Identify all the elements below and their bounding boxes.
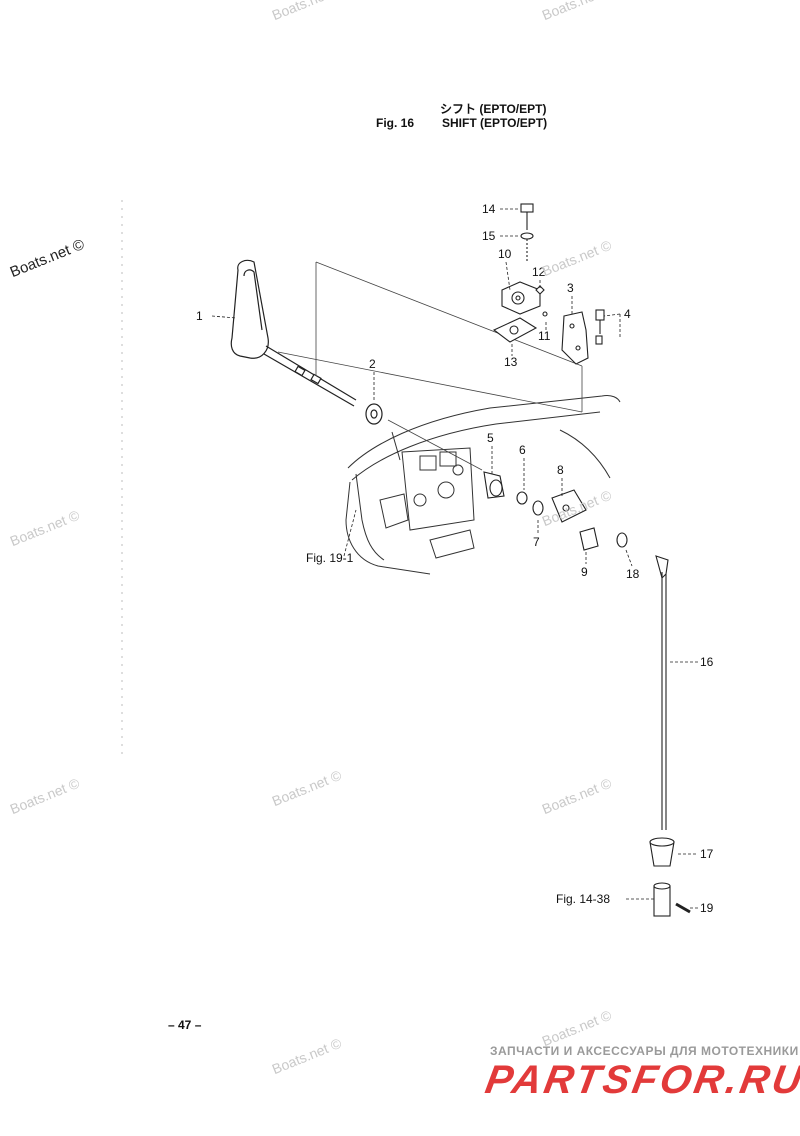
callout-5: 5 <box>487 431 494 445</box>
callout-9: 9 <box>581 565 588 579</box>
lower-fittings-drawing <box>649 837 691 917</box>
page-number: – 47 – <box>168 1018 202 1032</box>
shop-caption: ЗАПЧАСТИ И АКСЕССУАРЫ ДЛЯ МОТОТЕХНИКИ <box>490 1044 799 1058</box>
callout-7: 7 <box>533 535 540 549</box>
callout-16: 16 <box>700 655 714 669</box>
callout-17: 17 <box>700 847 714 861</box>
shift-plate-drawing <box>561 309 605 365</box>
callout-14: 14 <box>482 202 496 216</box>
callout-10: 10 <box>498 247 512 261</box>
assembly-guide-lines <box>277 261 583 471</box>
bracket-drawing <box>501 281 548 317</box>
callout-18: 18 <box>626 567 640 581</box>
callout-11: 11 <box>538 329 551 343</box>
gasket-drawing <box>492 317 538 343</box>
engine-block-drawing <box>345 395 621 575</box>
callout-1: 1 <box>196 309 203 323</box>
callout-13: 13 <box>504 355 518 369</box>
shaft-assembly-drawing <box>483 471 628 551</box>
bushing-drawing <box>365 403 383 425</box>
callout-leaders <box>211 208 698 909</box>
reference-fig-14-38: Fig. 14-38 <box>556 892 610 906</box>
bolt-washer-drawing <box>520 203 534 262</box>
callout-6: 6 <box>519 443 526 457</box>
figure-label: Fig. 16 <box>376 116 415 130</box>
callout-12: 12 <box>532 265 546 279</box>
callout-2: 2 <box>369 357 376 371</box>
title-english: SHIFT (EPTO/EPT) <box>442 116 548 130</box>
callout-8: 8 <box>557 463 564 477</box>
reference-fig-19-1: Fig. 19-1 <box>306 551 354 565</box>
callout-3: 3 <box>567 281 574 295</box>
title-japanese: シフト (EPTO/EPT) <box>440 102 547 116</box>
callout-15: 15 <box>482 229 496 243</box>
callout-4: 4 <box>624 307 631 321</box>
shift-rod-drawing <box>655 555 669 830</box>
callout-19: 19 <box>700 901 714 915</box>
shop-logo: PARTSFOR.RU <box>482 1058 800 1102</box>
callout-labels: 1 2 3 4 5 6 7 8 9 10 11 12 13 14 15 16 1… <box>196 202 714 915</box>
shift-lever-drawing <box>230 259 357 407</box>
